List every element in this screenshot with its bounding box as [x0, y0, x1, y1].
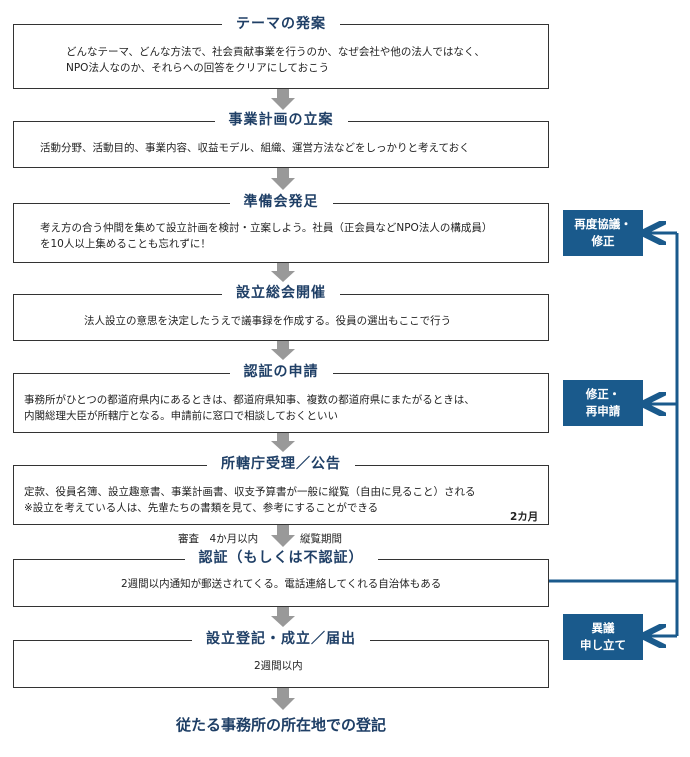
step-general-meeting-title: 設立総会開催 [0, 282, 562, 302]
period-label: 2カ月 [510, 511, 539, 523]
flow-arrow-4 [271, 341, 295, 360]
step-plan-text: 活動分野、活動目的、事業内容、収益モデル、組織、運営方法などをしっかりと考えてお… [40, 142, 470, 154]
step-prep-title: 準備会発足 [0, 191, 562, 211]
flow-arrow-7 [271, 607, 295, 627]
step-application-text: 事務所がひとつの都道府県内にあるときは、都道府県知事、複数の都道府県にまたがると… [24, 394, 475, 422]
review-note-right: 縦覧期間 [300, 533, 342, 545]
step-acceptance-text: 定款、役員名簿、設立趣意書、事業計画書、収支予算書が一般に縦覧（自由に見ること）… [24, 486, 476, 514]
step-theme-title: テーマの発案 [0, 13, 562, 33]
flow-arrow-3 [271, 263, 295, 282]
step-application-box [13, 373, 549, 433]
step-certification-title: 認証（もしくは不認証） [0, 547, 562, 567]
step-prep-text: 考え方の合う仲間を集めて設立計画を検討・立案しよう。社員（正会員などNPO法人の… [40, 222, 493, 250]
step-plan-title: 事業計画の立案 [0, 109, 562, 129]
flow-arrow-8 [271, 688, 295, 710]
step-acceptance-box [13, 465, 549, 525]
step-registration-text: 2週間以内 [254, 660, 303, 672]
review-note-left: 審査 4か月以内 [178, 533, 259, 545]
step-application-title: 認証の申請 [0, 361, 562, 381]
step-registration-title: 設立登記・成立／届出 [0, 628, 562, 648]
step-general-meeting-text: 法人設立の意思を決定したうえで議事録を作成する。役員の選出もここで行う [84, 315, 452, 327]
rediscuss-revise-button[interactable]: 再度協議・ 修正 [563, 210, 643, 256]
flow-arrow-2 [271, 168, 295, 190]
objection-button[interactable]: 異議 申し立て [563, 614, 643, 660]
step-theme-box [13, 24, 549, 89]
step-registration-box [13, 640, 549, 688]
final-step-label: 従たる事務所の所在地での登記 [175, 716, 386, 734]
flow-arrow-5 [271, 433, 295, 452]
flow-arrow-1 [271, 89, 295, 110]
step-acceptance-title: 所轄庁受理／公告 [0, 453, 562, 473]
flow-arrow-6 [271, 525, 295, 547]
step-certification-text: 2週間以内通知が郵送されてくる。電話連絡してくれる自治体もある [121, 578, 442, 590]
step-theme-text: どんなテーマ、どんな方法で、社会貢献事業を行うのか、なぜ会社や他の法人ではなく、… [66, 46, 485, 74]
revise-reapply-button[interactable]: 修正・ 再申請 [563, 380, 643, 426]
step-prep-box [13, 203, 549, 263]
step-certification-box [13, 559, 549, 607]
